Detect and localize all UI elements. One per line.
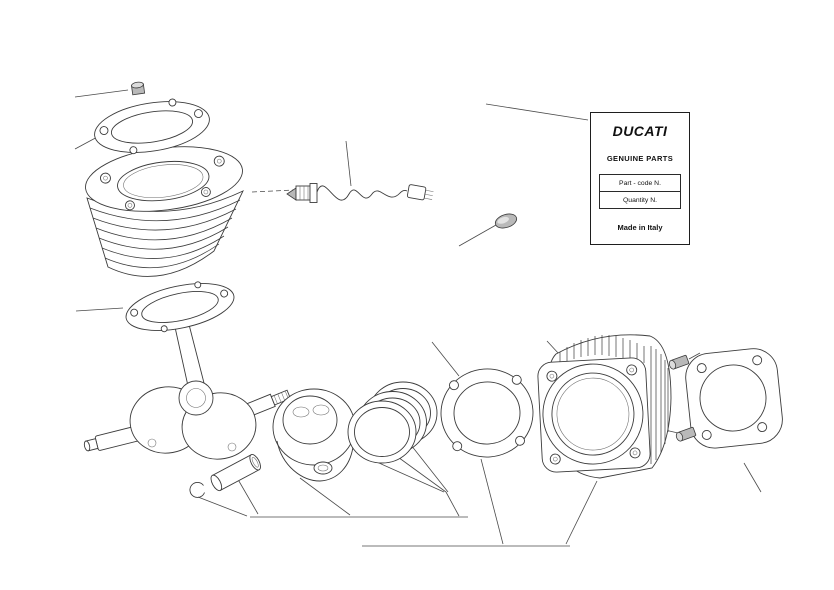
head-gasket-rear bbox=[685, 348, 783, 449]
made-in-italy-text: Made in Italy bbox=[617, 223, 663, 232]
ducati-logo: DUCATI bbox=[612, 123, 668, 139]
callout-line bbox=[743, 462, 762, 493]
label-fields: Part - code N. Quantity N. bbox=[599, 174, 681, 209]
callout-line bbox=[445, 491, 460, 517]
callout-line bbox=[431, 341, 460, 377]
circlip bbox=[189, 481, 205, 498]
rubber-plug bbox=[494, 213, 518, 229]
piston-rings bbox=[347, 381, 438, 464]
callout-line bbox=[345, 140, 352, 187]
sensor-connector bbox=[406, 184, 434, 201]
locating-dowel-front bbox=[131, 81, 146, 96]
axis-dashed-line bbox=[251, 189, 295, 193]
callout-line bbox=[197, 496, 248, 517]
callout-line bbox=[75, 307, 124, 312]
cylinder-gasket bbox=[440, 368, 534, 458]
callout-line bbox=[480, 458, 504, 545]
callout-line bbox=[410, 444, 449, 493]
callout-line bbox=[235, 475, 259, 515]
callout-line bbox=[74, 89, 129, 98]
genuine-parts-label: DUCATI GENUINE PARTS Part - code N. Quan… bbox=[590, 112, 690, 245]
part-code-field: Part - code N. bbox=[600, 175, 680, 192]
callout-line bbox=[565, 480, 598, 545]
callout-line bbox=[688, 352, 701, 360]
temperature-sensor bbox=[286, 183, 434, 203]
piston bbox=[272, 388, 356, 482]
piston-ring bbox=[347, 400, 417, 464]
sensor-probe-tip bbox=[286, 187, 297, 201]
head-gasket-front bbox=[94, 98, 210, 155]
wrist-pin bbox=[210, 454, 261, 492]
locating-dowels-rear bbox=[668, 354, 697, 442]
callout-line bbox=[458, 224, 497, 247]
leader-lines bbox=[74, 89, 762, 547]
callout-line bbox=[299, 477, 351, 516]
sensor-cable bbox=[316, 185, 408, 201]
callout-line bbox=[485, 103, 589, 121]
cylinder-base-gasket bbox=[125, 281, 235, 333]
rear-cylinder bbox=[537, 334, 672, 479]
callout-line bbox=[369, 458, 445, 493]
genuine-parts-text: GENUINE PARTS bbox=[606, 154, 674, 163]
front-cylinder bbox=[85, 146, 244, 277]
quantity-field: Quantity N. bbox=[623, 197, 657, 204]
